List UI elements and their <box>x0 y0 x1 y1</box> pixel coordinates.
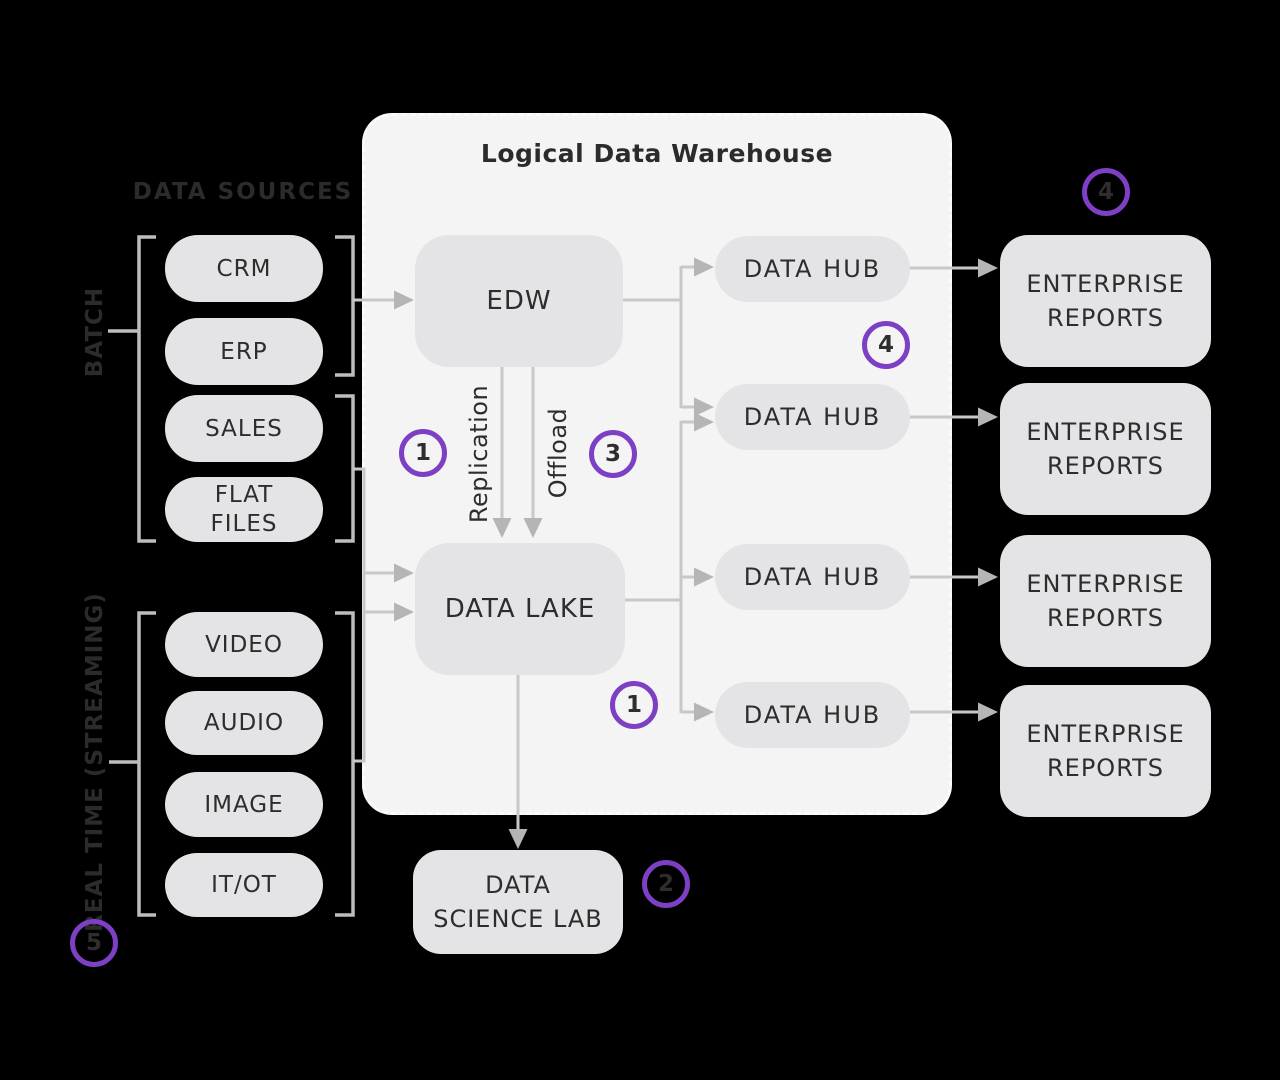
replication-arrowhead <box>492 518 512 538</box>
source-node-sales: SALES <box>165 395 323 462</box>
step-badge-3-offload: 3 <box>589 430 637 478</box>
hub1-arrowhead <box>694 257 714 277</box>
science-lab-arrowhead <box>508 829 528 849</box>
report4-arrowhead <box>978 702 998 722</box>
source-node-itot: IT/OT <box>165 853 323 917</box>
sources-spine-line <box>353 467 366 763</box>
enterprise-reports-node-2: ENTERPRISE REPORTS <box>1000 383 1211 515</box>
batch-group-label: BATCH <box>82 286 108 378</box>
batch-left-bracket <box>137 235 156 543</box>
step-badge-5-streaming: 5 <box>70 919 118 967</box>
enterprise-reports-label: ENTERPRISE REPORTS <box>1026 418 1185 480</box>
source-node-erp: ERP <box>165 318 323 385</box>
report1-arrowhead <box>978 258 998 278</box>
enterprise-reports-node-1: ENTERPRISE REPORTS <box>1000 235 1211 367</box>
source-node-crm: CRM <box>165 235 323 302</box>
data-hub-node-4: DATA HUB <box>715 682 910 748</box>
offload-arrowhead <box>523 518 543 538</box>
hub4-arrowhead <box>694 702 714 722</box>
step-badge-2-science-lab: 2 <box>642 860 690 908</box>
step-badge-4-outer: 4 <box>1082 168 1130 216</box>
data-science-lab-line2: SCIENCE LAB <box>433 905 603 933</box>
step-badge-1-replication: 1 <box>399 429 447 477</box>
data-science-lab-label: DATA SCIENCE LAB <box>433 868 603 936</box>
enterprise-reports-node-3: ENTERPRISE REPORTS <box>1000 535 1211 667</box>
source-node-flat-files: FLAT FILES <box>165 477 323 542</box>
source-node-image: IMAGE <box>165 772 323 837</box>
offload-arrow-label: Offload <box>544 407 572 499</box>
step-badge-1-lake: 1 <box>610 681 658 729</box>
enterprise-reports-label: ENTERPRISE REPORTS <box>1026 720 1185 782</box>
data-hub-node-2: DATA HUB <box>715 384 910 450</box>
report3-arrowhead <box>978 567 998 587</box>
hub3-arrowhead <box>694 567 714 587</box>
group-brackets <box>108 235 355 917</box>
lake-input-arrowhead-2 <box>394 602 414 622</box>
data-sources-heading: DATA SOURCES <box>132 179 354 205</box>
data-hub-node-1: DATA HUB <box>715 236 910 302</box>
step-badge-4-inner: 4 <box>862 321 910 369</box>
edw-node: EDW <box>415 235 623 367</box>
data-hub-node-3: DATA HUB <box>715 544 910 610</box>
data-science-lab-line1: DATA <box>485 871 551 899</box>
lake-input-arrowhead-1 <box>394 563 414 583</box>
data-lake-node: DATA LAKE <box>415 543 625 675</box>
crm-erp-right-bracket <box>335 235 355 377</box>
source-node-video: VIDEO <box>165 612 323 677</box>
realtime-group-label: REAL TIME (STREAMING) <box>82 592 108 932</box>
replication-arrow-label: Replication <box>465 384 493 524</box>
source-node-audio: AUDIO <box>165 691 323 755</box>
hub2-arrowhead-a <box>694 397 714 417</box>
data-science-lab-node: DATA SCIENCE LAB <box>413 850 623 954</box>
flat-files-label: FLAT FILES <box>210 481 278 537</box>
enterprise-reports-label: ENTERPRISE REPORTS <box>1026 570 1185 632</box>
group-arrowheads <box>394 257 998 849</box>
warehouse-title: Logical Data Warehouse <box>480 139 834 168</box>
enterprise-reports-node-4: ENTERPRISE REPORTS <box>1000 685 1211 817</box>
hub2-arrowhead-b <box>694 412 714 432</box>
edw-input-arrowhead <box>394 290 414 310</box>
realtime-right-bracket <box>335 611 355 917</box>
report2-arrowhead <box>978 407 998 427</box>
group-connector-lines <box>353 265 979 830</box>
enterprise-reports-label: ENTERPRISE REPORTS <box>1026 270 1185 332</box>
realtime-left-bracket <box>137 611 156 917</box>
sales-flat-right-bracket <box>335 394 355 543</box>
